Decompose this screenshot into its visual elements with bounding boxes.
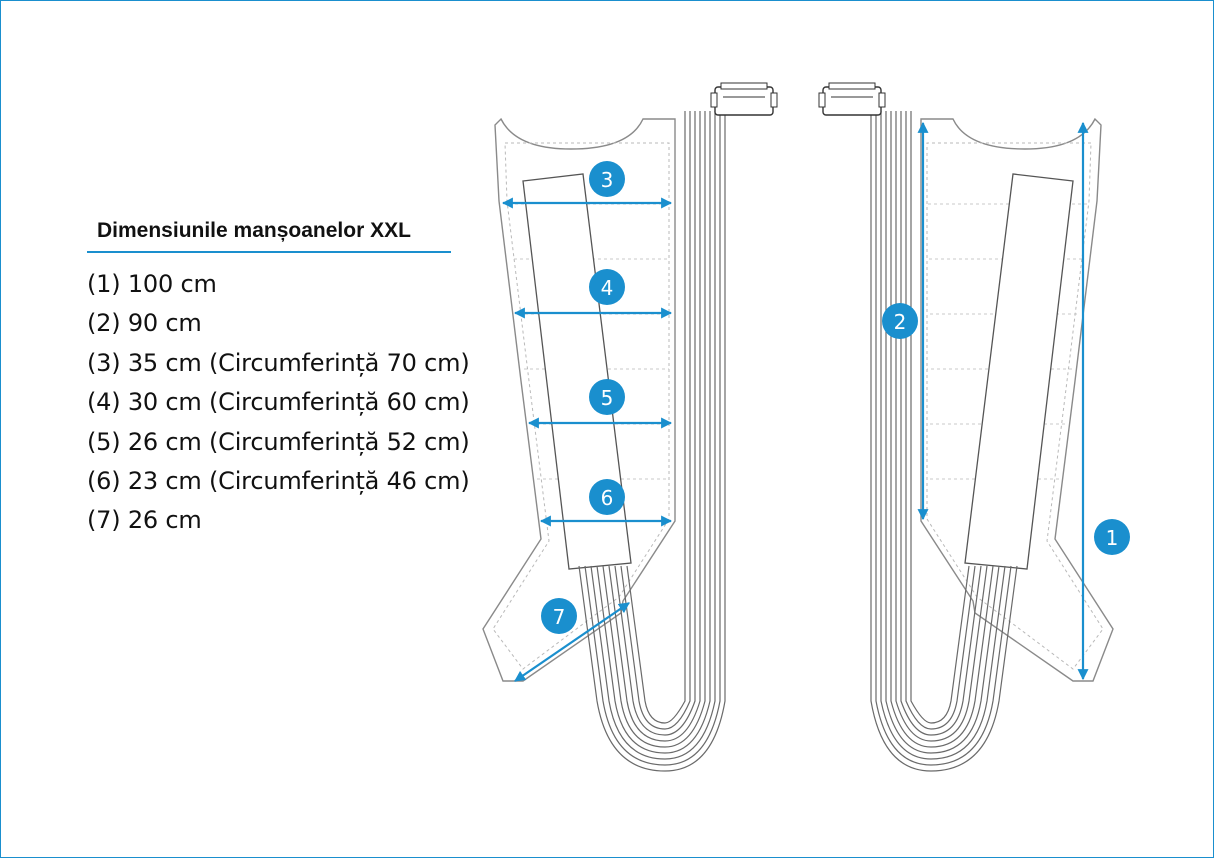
badge-1-label: 1 bbox=[1106, 526, 1119, 550]
left-inner-panel bbox=[522, 173, 632, 570]
legend-item-2: (2) 90 cm bbox=[87, 309, 202, 338]
badge-6: 6 bbox=[589, 479, 625, 515]
legend-item-1: (1) 100 cm bbox=[87, 270, 217, 298]
right-sleeve bbox=[818, 82, 1114, 772]
dimensions-legend: Dimensiunile manșoanelor XXL (1) 100 cm … bbox=[87, 215, 527, 541]
legend-title: Dimensiunile manșoanelor XXL bbox=[87, 215, 451, 253]
right-inner-panel bbox=[964, 173, 1074, 570]
badge-5-label: 5 bbox=[601, 386, 614, 410]
badge-3: 3 bbox=[589, 161, 625, 197]
legend-list: (1) 100 cm (2) 90 cm (3) 35 cm (Circumfe… bbox=[87, 265, 527, 541]
legend-item-3: (3) 35 cm (Circumferință 70 cm) bbox=[87, 348, 470, 377]
badge-3-label: 3 bbox=[601, 168, 614, 192]
legend-item-4: (4) 30 cm (Circumferință 60 cm) bbox=[87, 388, 470, 417]
left-connector bbox=[710, 82, 778, 116]
badge-2-label: 2 bbox=[894, 310, 907, 334]
left-hose-bundle bbox=[578, 111, 726, 772]
badge-7-label: 7 bbox=[553, 605, 566, 629]
badge-5: 5 bbox=[589, 379, 625, 415]
legend-item-6: (6) 23 cm (Circumferință 46 cm) bbox=[87, 466, 470, 495]
badge-6-label: 6 bbox=[601, 486, 614, 510]
legend-item-5: (5) 26 cm (Circumferință 52 cm) bbox=[87, 427, 470, 456]
badge-7: 7 bbox=[541, 598, 577, 634]
badge-4-label: 4 bbox=[601, 276, 614, 300]
badge-2: 2 bbox=[882, 303, 918, 339]
badge-1: 1 bbox=[1094, 519, 1130, 555]
dimension-line-7 bbox=[514, 602, 630, 682]
right-hose-bundle bbox=[870, 111, 1018, 772]
badge-4: 4 bbox=[589, 269, 625, 305]
left-sleeve bbox=[482, 82, 778, 772]
left-sleeve-inner-line bbox=[492, 142, 670, 670]
right-connector bbox=[818, 82, 886, 116]
legend-item-7: (7) 26 cm bbox=[87, 506, 202, 535]
